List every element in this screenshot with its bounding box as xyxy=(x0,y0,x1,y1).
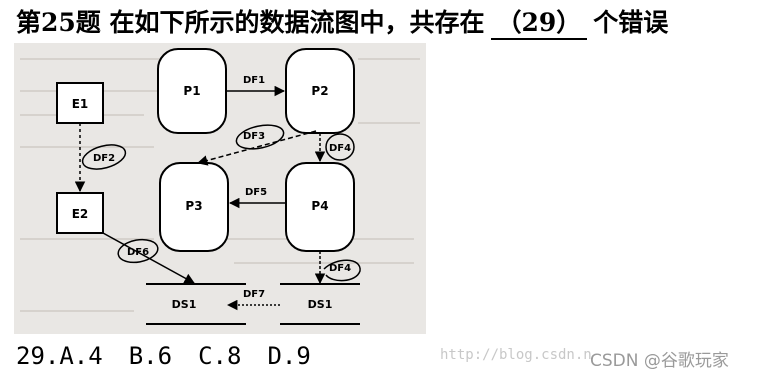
process-p2-label: P2 xyxy=(311,84,328,98)
answer-options: 29.A.4 B.6 C.8 D.9 xyxy=(16,339,337,373)
flow-df3-label: DF3 xyxy=(243,131,265,142)
store-ds1-right-label: DS1 xyxy=(308,298,333,311)
df4-upper-circle xyxy=(325,133,355,161)
flow-df6-label: DF6 xyxy=(127,247,149,258)
flow-df2-label: DF2 xyxy=(93,153,115,164)
question-suffix: 个错误 xyxy=(593,8,669,37)
entity-e2 xyxy=(56,192,104,234)
option-c: C.8 xyxy=(198,342,242,370)
question-title: 第25题 在如下所示的数据流图中，共存在（29）个错误 xyxy=(16,6,668,40)
df4-lower-circle xyxy=(323,259,361,282)
df6-circle xyxy=(117,238,159,264)
flow-df6 xyxy=(102,232,195,284)
entity-e1-label: E1 xyxy=(72,97,89,111)
entity-e1 xyxy=(56,82,104,124)
option-a: A.4 xyxy=(59,342,103,370)
flow-df7-label: DF7 xyxy=(243,289,265,300)
flow-df3 xyxy=(196,130,317,166)
process-p4-label: P4 xyxy=(311,199,328,213)
question-number: 29. xyxy=(16,342,60,370)
data-flow-diagram: E1 E2 P1 P2 P3 P4 DF1 DF2 DF3 DF4 DF5 xyxy=(14,43,426,334)
store-ds1-left-label: DS1 xyxy=(172,298,197,311)
watermark-brand: CSDN @谷歌玩家 xyxy=(590,351,729,371)
option-d: D.9 xyxy=(267,342,311,370)
question-prefix: 第25题 在如下所示的数据流图中，共存在 xyxy=(16,8,485,37)
df3-circle xyxy=(235,124,285,150)
flow-df1-label: DF1 xyxy=(243,75,265,86)
flow-df4-lower-label: DF4 xyxy=(329,263,351,274)
flow-df4-upper-label: DF4 xyxy=(329,143,351,154)
process-p1-label: P1 xyxy=(183,84,200,98)
df2-circle xyxy=(81,144,127,170)
process-p3-label: P3 xyxy=(185,199,202,213)
answer-blank: （29） xyxy=(490,8,588,40)
watermark-url: http://blog.csdn.n xyxy=(440,347,592,363)
option-b: B.6 xyxy=(128,342,173,370)
dfd-canvas: E1 E2 P1 P2 P3 P4 DF1 DF2 DF3 DF4 DF5 xyxy=(20,48,420,325)
entity-e2-label: E2 xyxy=(72,207,89,221)
flow-df5-label: DF5 xyxy=(245,187,267,198)
process-p3 xyxy=(159,162,229,252)
